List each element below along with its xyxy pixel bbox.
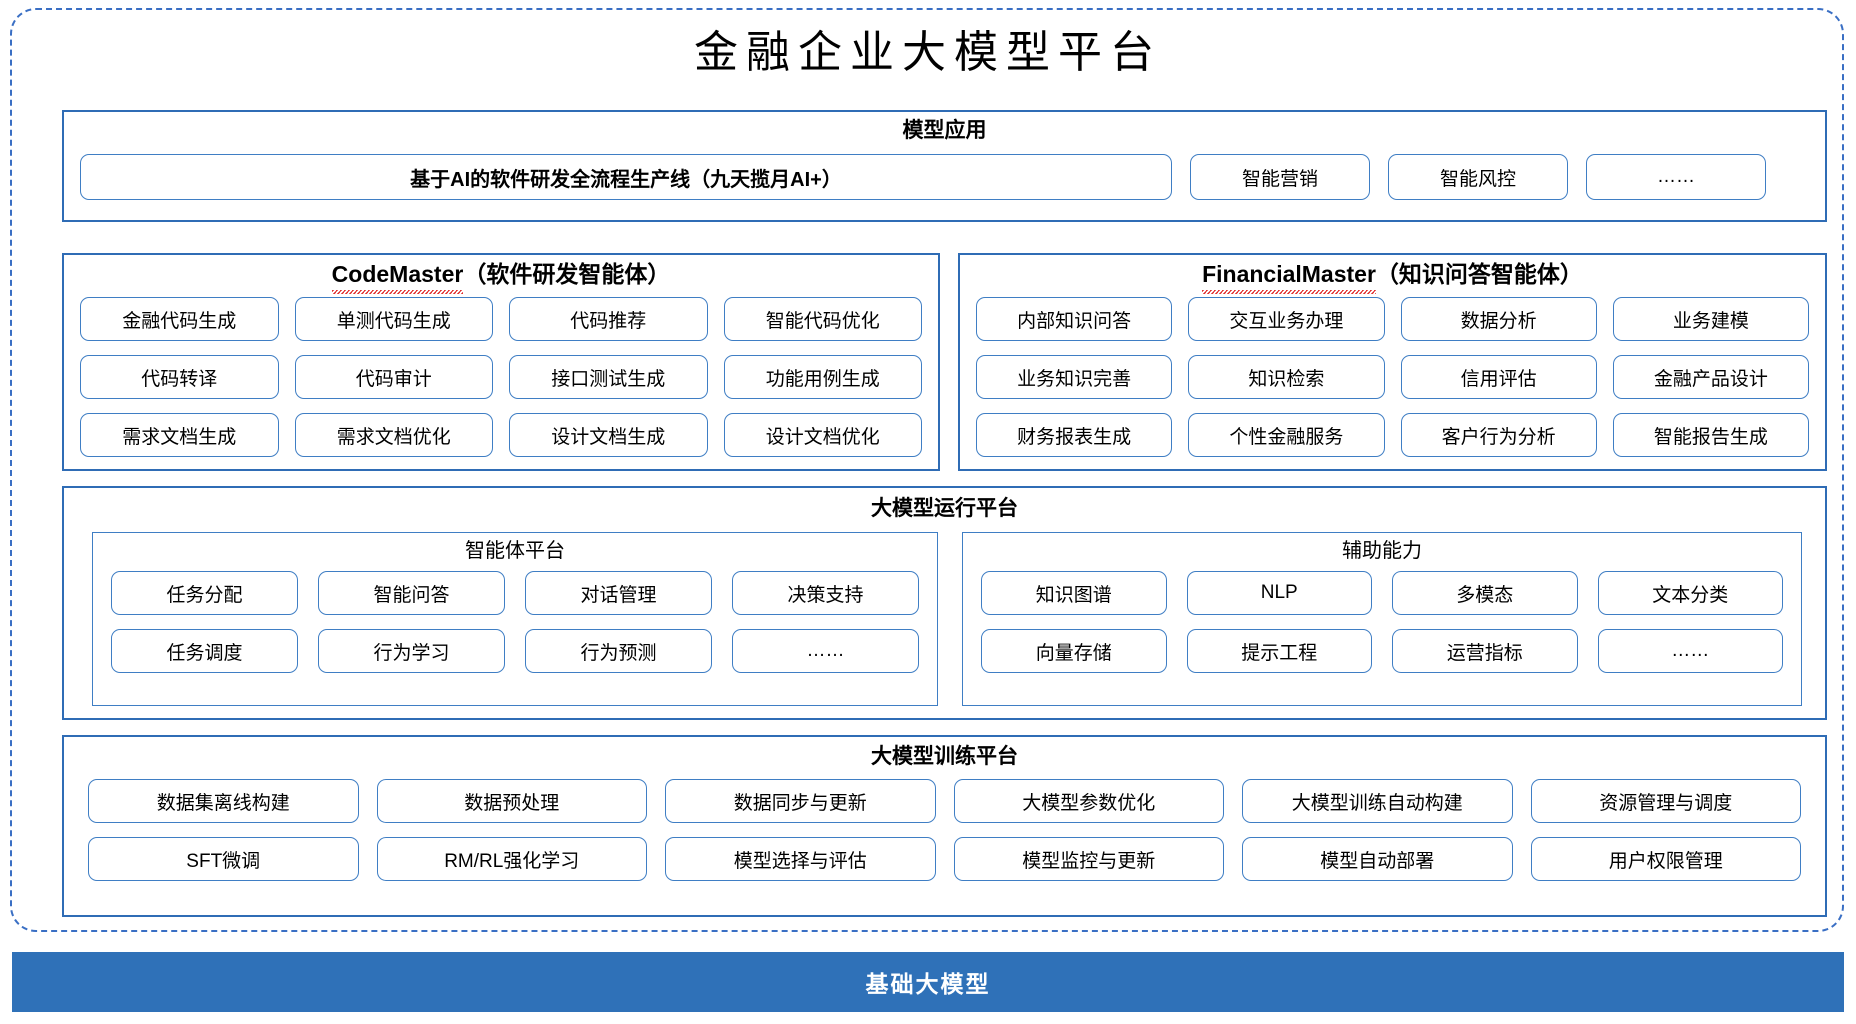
- training-item[interactable]: 用户权限管理: [1530, 837, 1801, 881]
- capability-item[interactable]: 交互业务办理: [1188, 297, 1385, 341]
- runtime-item[interactable]: 提示工程: [1186, 629, 1372, 673]
- capability-item[interactable]: 代码推荐: [509, 297, 708, 341]
- capability-item[interactable]: 内部知识问答: [976, 297, 1173, 341]
- panel-title-codemaster: CodeMaster（软件研发智能体）: [64, 260, 938, 294]
- capability-item[interactable]: 设计文档优化: [723, 413, 922, 457]
- foundation-model-label: 基础大模型: [865, 971, 991, 997]
- sub-panel-agent-platform: 智能体平台 任务分配 智能问答 对话管理 决策支持 任务调度 行为学习 行为预测…: [92, 532, 938, 706]
- training-item[interactable]: RM/RL强化学习: [376, 837, 647, 881]
- capability-item[interactable]: 数据分析: [1400, 297, 1597, 341]
- app-item-smart-marketing[interactable]: 智能营销: [1190, 154, 1370, 200]
- auxiliary-capability-grid: 知识图谱 NLP 多模态 文本分类 向量存储 提示工程 运营指标 ……: [981, 571, 1783, 673]
- runtime-item[interactable]: ……: [1597, 629, 1783, 673]
- sub-panel-title-auxiliary-capability: 辅助能力: [1342, 540, 1422, 562]
- financialmaster-capability-grid: 内部知识问答 交互业务办理 数据分析 业务建模 业务知识完善 知识检索 信用评估…: [976, 297, 1809, 457]
- capability-item[interactable]: 知识检索: [1188, 355, 1385, 399]
- panel-title-financialmaster: FinancialMaster（知识问答智能体）: [960, 260, 1825, 294]
- capability-item[interactable]: 财务报表生成: [976, 413, 1173, 457]
- capability-item[interactable]: 信用评估: [1400, 355, 1597, 399]
- outer-dashed-frame: [10, 8, 1844, 932]
- panel-codemaster-agent: CodeMaster（软件研发智能体） 金融代码生成 单测代码生成 代码推荐 智…: [62, 253, 940, 471]
- layer-title-runtime-platform: 大模型运行平台: [871, 497, 1018, 520]
- foundation-model-banner: 基础大模型: [12, 952, 1844, 1012]
- runtime-item[interactable]: 智能问答: [318, 571, 505, 615]
- sub-panel-auxiliary-capability: 辅助能力 知识图谱 NLP 多模态 文本分类 向量存储 提示工程 运营指标 ……: [962, 532, 1802, 706]
- training-item[interactable]: 模型选择与评估: [665, 837, 936, 881]
- training-item[interactable]: SFT微调: [88, 837, 359, 881]
- layer-title-training-platform: 大模型训练平台: [871, 745, 1018, 768]
- codemaster-capability-grid: 金融代码生成 单测代码生成 代码推荐 智能代码优化 代码转译 代码审计 接口测试…: [80, 297, 922, 457]
- training-item[interactable]: 模型监控与更新: [953, 837, 1224, 881]
- capability-item[interactable]: 金融产品设计: [1612, 355, 1809, 399]
- panel-financialmaster-agent: FinancialMaster（知识问答智能体） 内部知识问答 交互业务办理 数…: [958, 253, 1827, 471]
- capability-item[interactable]: 需求文档优化: [294, 413, 493, 457]
- app-item-smart-risk-control[interactable]: 智能风控: [1388, 154, 1568, 200]
- layer-runtime-platform: 大模型运行平台 智能体平台 任务分配 智能问答 对话管理 决策支持 任务调度 行…: [62, 486, 1827, 720]
- capability-item[interactable]: 需求文档生成: [80, 413, 279, 457]
- layer-model-applications: 模型应用 基于AI的软件研发全流程生产线（九天揽月AI+） 智能营销 智能风控 …: [62, 110, 1827, 222]
- capability-item[interactable]: 代码审计: [294, 355, 493, 399]
- model-applications-row: 基于AI的软件研发全流程生产线（九天揽月AI+） 智能营销 智能风控 ……: [80, 154, 1809, 200]
- runtime-item[interactable]: 对话管理: [525, 571, 712, 615]
- capability-item[interactable]: 客户行为分析: [1400, 413, 1597, 457]
- runtime-item[interactable]: 向量存储: [981, 629, 1167, 673]
- app-item-ai-sdlc[interactable]: 基于AI的软件研发全流程生产线（九天揽月AI+）: [80, 154, 1172, 200]
- runtime-item[interactable]: NLP: [1186, 571, 1372, 615]
- capability-item[interactable]: 金融代码生成: [80, 297, 279, 341]
- codemaster-suffix: （软件研发智能体）: [463, 261, 671, 287]
- training-item[interactable]: 数据集离线构建: [88, 779, 359, 823]
- capability-item[interactable]: 功能用例生成: [723, 355, 922, 399]
- training-item[interactable]: 数据同步与更新: [665, 779, 936, 823]
- training-item[interactable]: 数据预处理: [376, 779, 647, 823]
- capability-item[interactable]: 接口测试生成: [509, 355, 708, 399]
- capability-item[interactable]: 代码转译: [80, 355, 279, 399]
- runtime-item[interactable]: 决策支持: [732, 571, 919, 615]
- runtime-item[interactable]: 运营指标: [1392, 629, 1578, 673]
- layer-training-platform: 大模型训练平台 数据集离线构建 数据预处理 数据同步与更新 大模型参数优化 大模…: [62, 735, 1827, 917]
- training-item[interactable]: 资源管理与调度: [1530, 779, 1801, 823]
- financialmaster-name-misspelled: FinancialMaster: [1202, 261, 1376, 294]
- runtime-item[interactable]: ……: [732, 629, 919, 673]
- codemaster-name-misspelled: CodeMaster: [331, 261, 464, 294]
- runtime-item[interactable]: 行为学习: [318, 629, 505, 673]
- sub-panel-title-agent-platform: 智能体平台: [465, 540, 565, 562]
- training-item[interactable]: 大模型参数优化: [953, 779, 1224, 823]
- capability-item[interactable]: 业务建模: [1612, 297, 1809, 341]
- runtime-item[interactable]: 知识图谱: [981, 571, 1167, 615]
- runtime-item[interactable]: 任务调度: [111, 629, 298, 673]
- training-item[interactable]: 模型自动部署: [1242, 837, 1513, 881]
- agent-platform-grid: 任务分配 智能问答 对话管理 决策支持 任务调度 行为学习 行为预测 ……: [111, 571, 919, 673]
- capability-item[interactable]: 智能报告生成: [1612, 413, 1809, 457]
- training-platform-grid: 数据集离线构建 数据预处理 数据同步与更新 大模型参数优化 大模型训练自动构建 …: [88, 779, 1801, 881]
- app-item-more[interactable]: ……: [1586, 154, 1766, 200]
- page-title: 金融企业大模型平台: [694, 27, 1162, 78]
- runtime-item[interactable]: 行为预测: [525, 629, 712, 673]
- runtime-item[interactable]: 任务分配: [111, 571, 298, 615]
- runtime-item[interactable]: 多模态: [1392, 571, 1578, 615]
- capability-item[interactable]: 设计文档生成: [509, 413, 708, 457]
- layer-title-model-applications: 模型应用: [902, 119, 987, 142]
- runtime-item[interactable]: 文本分类: [1597, 571, 1783, 615]
- training-item[interactable]: 大模型训练自动构建: [1242, 779, 1513, 823]
- capability-item[interactable]: 单测代码生成: [294, 297, 493, 341]
- capability-item[interactable]: 智能代码优化: [723, 297, 922, 341]
- financialmaster-suffix: （知识问答智能体）: [1375, 261, 1583, 287]
- capability-item[interactable]: 业务知识完善: [976, 355, 1173, 399]
- capability-item[interactable]: 个性金融服务: [1188, 413, 1385, 457]
